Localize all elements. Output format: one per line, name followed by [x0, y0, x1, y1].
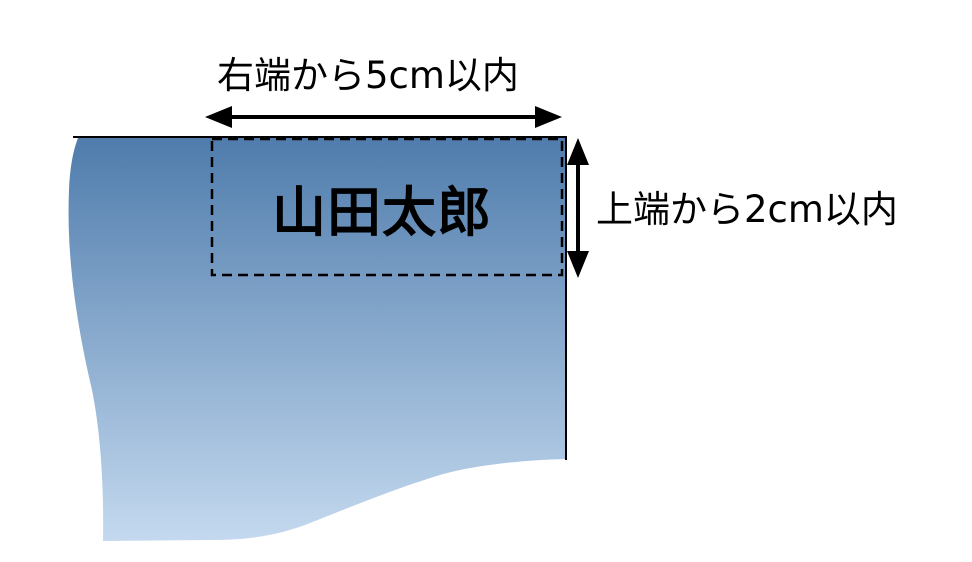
- vertical-double-arrow: [567, 138, 589, 278]
- horizontal-double-arrow: [205, 106, 562, 128]
- paper-sheet: [68, 138, 566, 541]
- vertical-distance-label: 上端から2cm以内: [596, 188, 898, 231]
- placement-zone: [210, 137, 564, 277]
- arrow-head-down: [567, 251, 589, 278]
- name-text: 山田太郎: [272, 181, 492, 244]
- arrow-head-right: [535, 106, 562, 128]
- arrow-head-left: [205, 106, 232, 128]
- arrow-head-up: [567, 138, 589, 165]
- horizontal-distance-label: 右端から5cm以内: [217, 54, 519, 97]
